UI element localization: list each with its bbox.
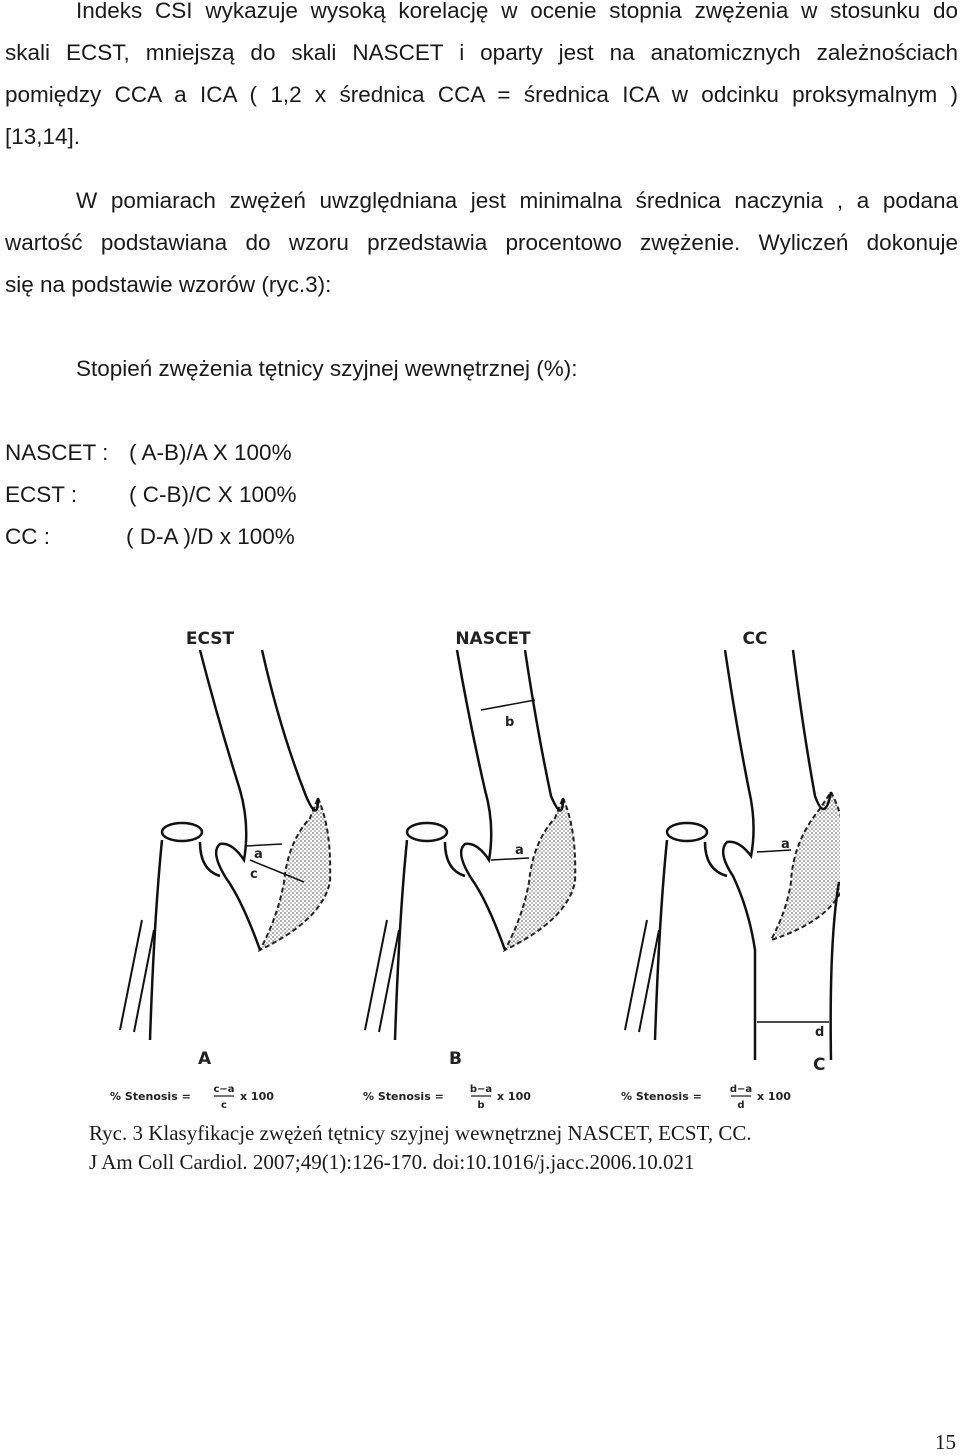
formula-expression: ( D-A )/D x 100% <box>126 524 295 549</box>
text-line: się na podstawie wzorów (ryc.3): <box>5 272 332 297</box>
formula-name: CC : <box>5 524 50 549</box>
formula-denominator: d <box>737 1100 744 1111</box>
panel-cc: CC a d C % Stenosis = d−a d x 100 <box>621 629 840 1111</box>
measure-a <box>756 849 792 853</box>
measure-a <box>245 843 283 847</box>
label: d <box>815 1025 824 1040</box>
text-line: pomiędzy CCA a ICA ( 1,2 x średnica CCA … <box>5 82 958 107</box>
plaque <box>502 795 577 953</box>
text-line: W pomiarach zwężeń uwzględniana jest min… <box>76 188 958 213</box>
label: a <box>515 843 524 858</box>
page-number: 15 <box>935 1430 956 1454</box>
panel-letter: A <box>198 1049 212 1069</box>
panel-letter: C <box>813 1055 825 1075</box>
panel-ecst: ECST a c A % Stenosis = c−a c x 100 <box>110 629 332 1111</box>
text-line: skali ECST, mniejszą do skali NASCET i o… <box>5 40 958 65</box>
measure-c <box>249 859 305 883</box>
formula-heading: Stopień zwężenia tętnicy szyjnej wewnętr… <box>76 356 578 381</box>
formula-expression: ( A-B)/A X 100% <box>129 440 292 465</box>
formula-prefix: % Stenosis = <box>363 1090 444 1103</box>
formula-name: NASCET : <box>5 440 109 465</box>
vessel-wall <box>455 649 565 951</box>
formula-denominator: c <box>221 1100 227 1111</box>
panel-title: NASCET <box>455 629 531 649</box>
formula-suffix: x 100 <box>240 1090 274 1103</box>
plaque <box>257 795 332 953</box>
formula-suffix: x 100 <box>757 1090 791 1103</box>
label: b <box>505 715 514 730</box>
panel-title: CC <box>743 629 768 649</box>
formula-numerator: c−a <box>213 1084 234 1095</box>
vessel-lumen <box>160 821 204 843</box>
measure-b <box>480 699 536 711</box>
text-line: wartość podstawiana do wzoru przedstawia… <box>5 230 958 255</box>
vessel-lumen <box>405 821 449 843</box>
vessel-lumen <box>665 821 709 843</box>
stenosis-diagram: ECST a c A % Stenosis = c−a c x 100 NASC… <box>110 629 840 1111</box>
vessel-wall <box>198 649 320 951</box>
caption-citation: J Am Coll Cardiol. 2007;49(1):126-170. d… <box>89 1150 695 1174</box>
formula-prefix: % Stenosis = <box>621 1090 702 1103</box>
label: c <box>250 867 258 882</box>
formula-numerator: d−a <box>730 1084 752 1095</box>
formula-numerator: b−a <box>470 1084 492 1095</box>
panel-letter: B <box>449 1049 462 1069</box>
formula-denominator: b <box>477 1100 484 1111</box>
caption-title: Ryc. 3 Klasyfikacje zwężeń tętnicy szyjn… <box>89 1121 752 1145</box>
formula-suffix: x 100 <box>497 1090 531 1103</box>
formula-expression: ( C-B)/C X 100% <box>129 482 297 507</box>
vessel-wall <box>721 649 840 1061</box>
formula-prefix: % Stenosis = <box>110 1090 191 1103</box>
text-line: Indeks CSI wykazuje wysoką korelację w o… <box>76 0 958 23</box>
panel-title: ECST <box>186 629 235 649</box>
measure-a <box>490 857 530 861</box>
formula-name: ECST : <box>5 482 78 507</box>
label: a <box>781 837 790 852</box>
panel-nascet: NASCET b a B % Stenosis = b−a b x 100 <box>363 629 577 1111</box>
text-line: [13,14]. <box>5 124 81 149</box>
label: a <box>254 847 263 862</box>
plaque <box>768 790 840 942</box>
